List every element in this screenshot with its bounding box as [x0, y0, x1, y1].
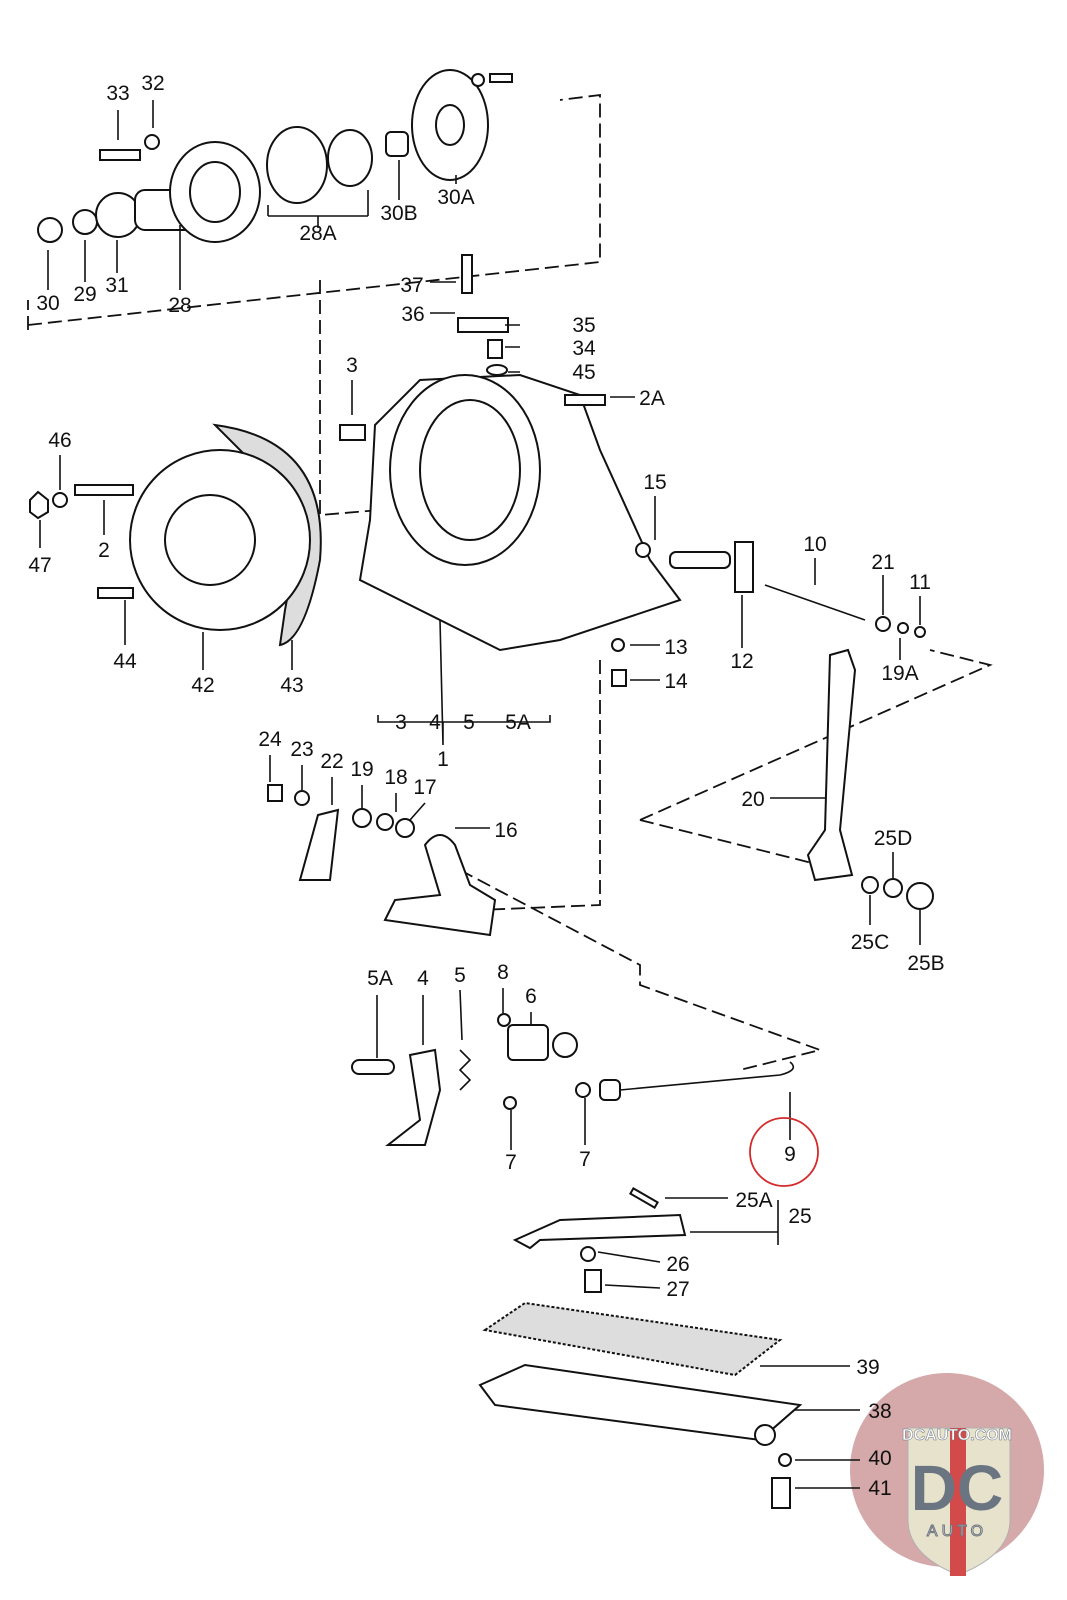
part-label[interactable]: 16	[494, 819, 517, 842]
part-label[interactable]: 25A	[735, 1189, 772, 1212]
detent-parts	[267, 784, 795, 1146]
transmission-housing	[339, 254, 682, 652]
part-label[interactable]: 25B	[907, 952, 944, 975]
part-label[interactable]: 24	[258, 728, 282, 751]
group-boundary-pump	[27, 93, 601, 516]
part-label[interactable]: 28A	[299, 222, 336, 245]
part-label[interactable]: 2A	[639, 387, 665, 410]
part-label[interactable]: 1	[437, 748, 449, 771]
part-label[interactable]: 37	[400, 274, 423, 297]
part-label[interactable]: 15	[643, 471, 666, 494]
selector-parts	[611, 541, 934, 910]
part-label[interactable]: 25D	[874, 827, 913, 850]
part-label[interactable]: 25	[788, 1205, 811, 1228]
part-label[interactable]: 30A	[437, 186, 474, 209]
part-label[interactable]: 29	[73, 283, 96, 306]
part-label[interactable]: 7	[505, 1151, 517, 1174]
part-label[interactable]: 43	[280, 674, 303, 697]
part-label[interactable]: 7	[579, 1148, 591, 1171]
part-label[interactable]: 38	[868, 1400, 891, 1423]
part-label[interactable]: 36	[401, 303, 424, 326]
part-label-highlighted[interactable]: 9	[784, 1143, 796, 1166]
part-label[interactable]: 44	[113, 650, 137, 673]
part-label[interactable]: 42	[191, 674, 214, 697]
part-label[interactable]: 6	[525, 985, 537, 1008]
part-label[interactable]: 4	[429, 711, 441, 734]
part-label[interactable]: 28	[168, 294, 191, 317]
part-label[interactable]: 25C	[851, 931, 890, 954]
part-label[interactable]: 22	[320, 750, 343, 773]
svg-text:DC: DC	[911, 1452, 1003, 1524]
part-label[interactable]: 5A	[505, 711, 531, 734]
part-label[interactable]: 32	[141, 72, 164, 95]
part-label[interactable]: 10	[803, 533, 826, 556]
part-label[interactable]: 31	[105, 274, 128, 297]
highlight-circle	[749, 1117, 819, 1187]
part-label[interactable]: 8	[497, 961, 509, 984]
group-boundary-housing	[459, 660, 824, 1071]
part-label[interactable]: 17	[413, 776, 436, 799]
part-label[interactable]: 33	[106, 82, 129, 105]
part-label[interactable]: 39	[856, 1356, 879, 1379]
part-labels: 33 32 30 29 31 28 28A 30B 30A 37 36 35 3…	[28, 72, 944, 1500]
dcauto-logo: DCAUTO.COM DC AUTO	[850, 1373, 1044, 1576]
part-label[interactable]: 5	[463, 711, 475, 734]
part-label[interactable]: 20	[741, 788, 764, 811]
part-label[interactable]: 21	[871, 551, 894, 574]
svg-text:AUTO: AUTO	[927, 1523, 987, 1540]
part-label[interactable]: 30	[36, 292, 59, 315]
group-boundary-lever	[639, 649, 993, 871]
part-label[interactable]: 19	[350, 758, 373, 781]
part-label[interactable]: 13	[664, 636, 687, 659]
part-label[interactable]: 3	[395, 711, 407, 734]
pump-assembly	[37, 69, 513, 243]
pan-parts	[478, 1187, 803, 1509]
leader-lines	[39, 100, 921, 1489]
part-label[interactable]: 23	[290, 738, 313, 761]
part-label[interactable]: 35	[572, 314, 595, 337]
part-label[interactable]: 4	[417, 967, 429, 990]
part-label[interactable]: 11	[909, 571, 931, 594]
part-label[interactable]: 46	[48, 429, 71, 452]
part-label[interactable]: 47	[28, 554, 51, 577]
part-label[interactable]: 30B	[380, 202, 417, 225]
part-label[interactable]: 41	[868, 1477, 891, 1500]
part-label[interactable]: 5A	[367, 967, 393, 990]
part-label[interactable]: 3	[346, 354, 358, 377]
part-label[interactable]: 18	[384, 766, 407, 789]
part-label[interactable]: 34	[572, 337, 596, 360]
part-label[interactable]: 40	[868, 1447, 891, 1470]
svg-text:DCAUTO.COM: DCAUTO.COM	[902, 1427, 1012, 1444]
part-label[interactable]: 2	[98, 539, 110, 562]
part-label[interactable]: 14	[664, 670, 688, 693]
brake-plates	[29, 423, 322, 647]
part-label[interactable]: 26	[666, 1253, 689, 1276]
part-label[interactable]: 5	[454, 964, 466, 987]
part-label[interactable]: 45	[572, 361, 595, 384]
part-label[interactable]: 12	[730, 650, 753, 673]
part-label[interactable]: 19A	[881, 662, 918, 685]
part-label[interactable]: 27	[666, 1278, 689, 1301]
